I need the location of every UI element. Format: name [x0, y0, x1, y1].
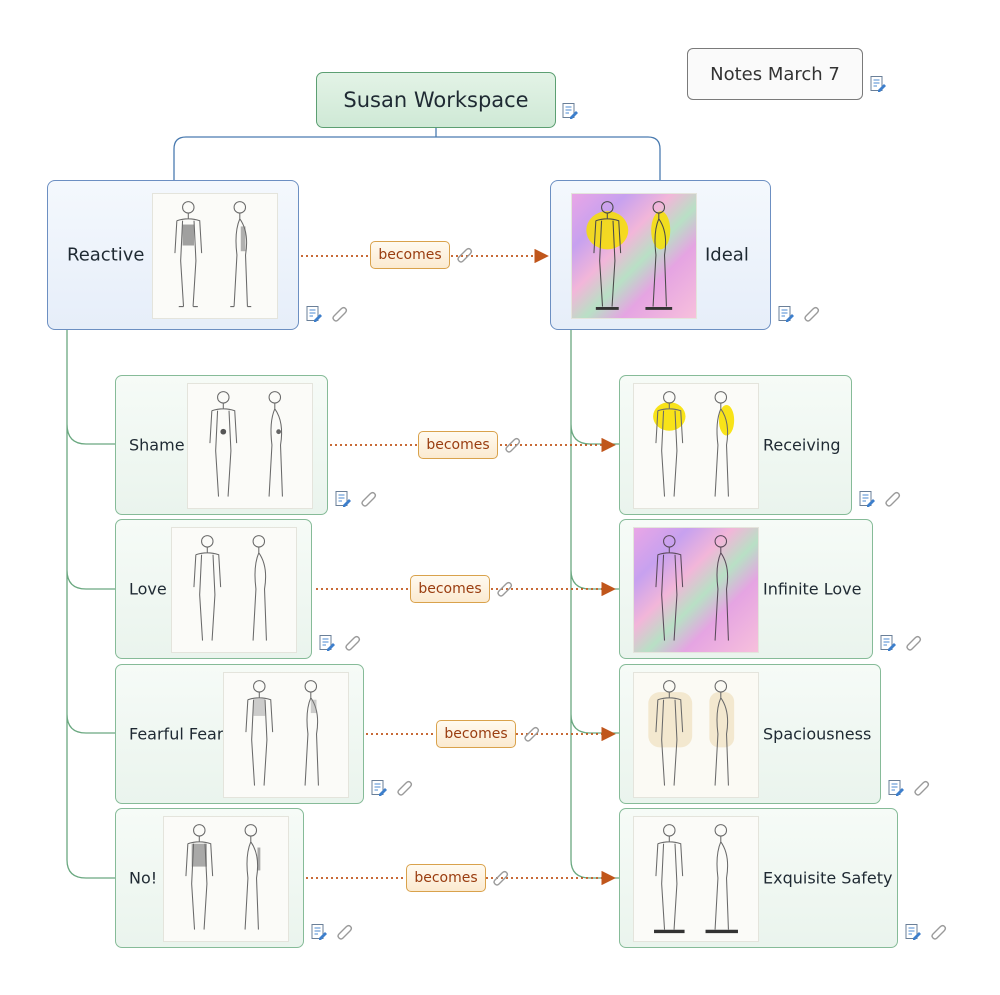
body-figure-image [571, 193, 697, 319]
body-figure-image [223, 672, 349, 798]
note-icon[interactable] [869, 75, 887, 93]
body-figure-image [187, 383, 313, 509]
body-figure-image [163, 816, 289, 942]
note-icon[interactable] [561, 102, 579, 120]
note-icon[interactable] [310, 923, 328, 941]
love-topic[interactable]: Love [115, 519, 312, 659]
notes-box-label: Notes March 7 [710, 63, 840, 85]
paperclip-icon[interactable] [912, 779, 930, 797]
note-icon[interactable] [904, 923, 922, 941]
paperclip-icon[interactable] [495, 580, 513, 598]
note-icon[interactable] [858, 490, 876, 508]
body-figure-image [171, 527, 297, 653]
note-icon[interactable] [334, 490, 352, 508]
ideal-topic[interactable]: Ideal [550, 180, 771, 330]
note-icon[interactable] [887, 779, 905, 797]
note-icon[interactable] [318, 634, 336, 652]
notes-box[interactable]: Notes March 7 [687, 48, 863, 100]
note-icon[interactable] [879, 634, 897, 652]
reactive-topic[interactable]: Reactive [47, 180, 299, 330]
shaded-area-icon [182, 224, 195, 246]
ideal-topic-label: Ideal [705, 244, 749, 266]
paperclip-icon[interactable] [522, 725, 540, 743]
infinite-love-topic[interactable]: Infinite Love [619, 519, 873, 659]
body-figure-image [633, 383, 759, 509]
spaciousness-topic-label: Spaciousness [763, 724, 872, 744]
becomes-label-text: becomes [426, 437, 490, 453]
note-icon[interactable] [305, 305, 323, 323]
paperclip-icon[interactable] [455, 246, 473, 264]
body-figure-image [152, 193, 278, 319]
note-icon[interactable] [370, 779, 388, 797]
body-figure-image [633, 527, 759, 653]
exquisite-safety-topic[interactable]: Exquisite Safety [619, 808, 898, 948]
root-topic-label: Susan Workspace [343, 88, 529, 112]
spaciousness-topic[interactable]: Spaciousness [619, 664, 881, 804]
paperclip-icon[interactable] [395, 779, 413, 797]
paperclip-icon[interactable] [330, 305, 348, 323]
no-topic[interactable]: No! [115, 808, 304, 948]
fearful-fear-topic[interactable]: Fearful Fear [115, 664, 364, 804]
root-topic[interactable]: Susan Workspace [316, 72, 556, 128]
receiving-topic[interactable]: Receiving [619, 375, 852, 515]
love-topic-label: Love [129, 579, 167, 599]
left-tree-line [66, 330, 115, 879]
becomes-label-text: becomes [444, 726, 508, 742]
receiving-topic-label: Receiving [763, 435, 841, 455]
body-figure-image [633, 672, 759, 798]
paperclip-icon[interactable] [343, 634, 361, 652]
becomes-label[interactable]: becomes [406, 864, 486, 892]
becomes-label[interactable]: becomes [436, 720, 516, 748]
right-tree-line [570, 330, 619, 879]
infinite-love-topic-label: Infinite Love [763, 579, 862, 599]
exquisite-safety-topic-label: Exquisite Safety [763, 868, 893, 888]
paperclip-icon[interactable] [883, 490, 901, 508]
becomes-label-text: becomes [378, 247, 442, 263]
paperclip-icon[interactable] [503, 436, 521, 454]
paperclip-icon[interactable] [335, 923, 353, 941]
becomes-label-text: becomes [418, 581, 482, 597]
paperclip-icon[interactable] [491, 869, 509, 887]
becomes-label-text: becomes [414, 870, 478, 886]
paperclip-icon[interactable] [904, 634, 922, 652]
reactive-topic-label: Reactive [67, 244, 145, 266]
paperclip-icon[interactable] [802, 305, 820, 323]
no-topic-label: No! [129, 868, 158, 888]
root-branch-line [173, 128, 661, 180]
body-figure-image [633, 816, 759, 942]
paperclip-icon[interactable] [929, 923, 947, 941]
shame-topic[interactable]: Shame [115, 375, 328, 515]
note-icon[interactable] [777, 305, 795, 323]
becomes-label[interactable]: becomes [370, 241, 450, 269]
shame-topic-label: Shame [129, 435, 185, 455]
becomes-label[interactable]: becomes [410, 575, 490, 603]
fearful-fear-topic-label: Fearful Fear [129, 724, 224, 744]
paperclip-icon[interactable] [359, 490, 377, 508]
becomes-label[interactable]: becomes [418, 431, 498, 459]
